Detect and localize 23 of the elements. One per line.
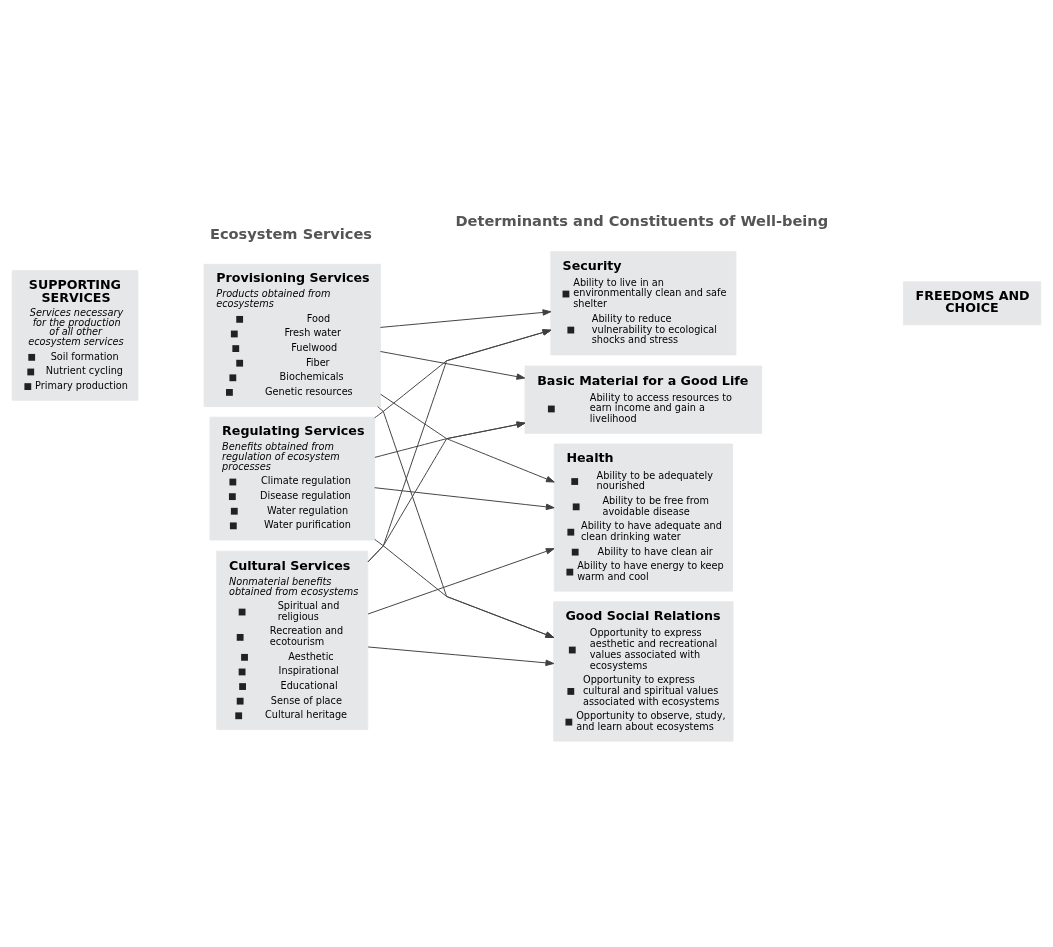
node-box: SUPPORTING SERVICES Services necessary for the production of all other ecosystem services Soil formation Nutrient cycling Primary production [11, 270, 139, 401]
arrow [374, 487, 555, 511]
arrow [379, 351, 526, 380]
arrow [374, 329, 552, 419]
label: Determinants and Constituents of Well-being [455, 211, 829, 229]
node-box: Basic Material for a Good Life Ability to access resources to earn income and gain a livelihood [524, 365, 763, 434]
arrow [367, 646, 555, 667]
label: Ecosystem Services [209, 224, 373, 242]
arrow [374, 538, 555, 638]
arrow [377, 406, 555, 638]
arrow [379, 309, 552, 328]
arrow [380, 393, 555, 483]
node-box: Security Ability to live in an environmentally clean and safe shelter Ability to reduce vulnerability to ecological shocks and stress [550, 251, 737, 356]
arrow [367, 329, 552, 563]
node-box: Good Social Relations Opportunity to express aesthetic and recreational values associated with ecosystems Opportunity to express cultural and spiritual values associated with ecosystems Opportunity to observe, study, and learn about ecosystems [553, 601, 734, 742]
node-box: Provisioning Services Products obtained from ecosystems Food Fresh water Fuelwood Fiber Biochemicals Genetic resources [203, 263, 381, 408]
arrow [374, 421, 526, 458]
arrow [367, 421, 526, 563]
node-box: FREEDOMS AND CHOICE [902, 281, 1042, 326]
node-box: Cultural Services Nonmaterial benefits obtained from ecosystems Spiritual and religious Recreation and ecotourism Aesthetic Inspirational Educational Sense of place Cultural heritage [216, 550, 369, 730]
node-box: Regulating Services Benefits obtained from regulation of ecosystem processes Climate regulation Disease regulation Water regulation Water purification [209, 416, 376, 541]
node-box: Health Ability to be adequately nourished Ability to be free from avoidable disease Ability to have adequate and clean drinking water Ability to have clean air Ability to have energy to keep warm and cool [553, 443, 733, 592]
arrow [367, 548, 555, 615]
